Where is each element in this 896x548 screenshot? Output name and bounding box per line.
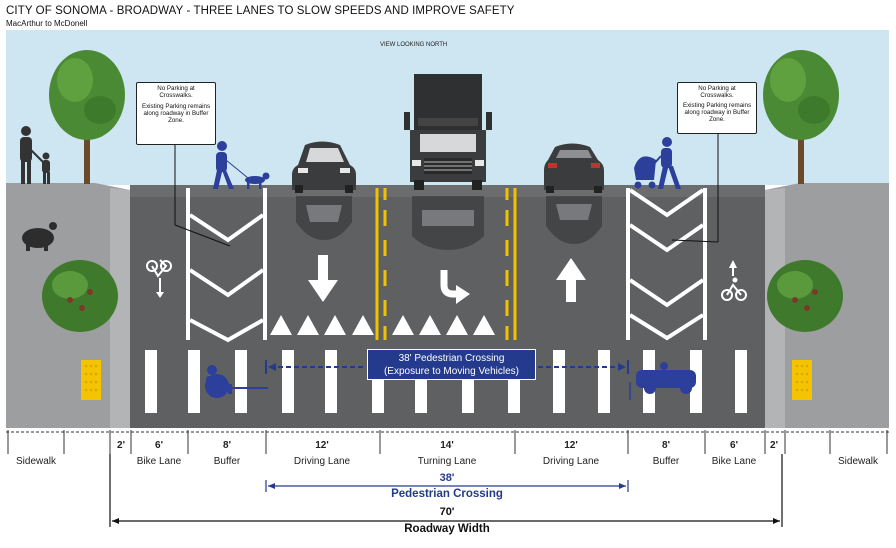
yield-triangles bbox=[270, 315, 495, 335]
tactile-paving-right bbox=[792, 360, 812, 400]
pedestrian-adult-child-icon bbox=[20, 126, 50, 184]
ped-crossing-line-1: 38' Pedestrian Crossing bbox=[398, 352, 505, 364]
straight-arrow-icon bbox=[308, 255, 338, 302]
bicycle-icon bbox=[721, 260, 747, 301]
segment-width: 8' bbox=[223, 440, 231, 451]
page-subtitle: MacArthur to McDonell bbox=[6, 19, 88, 28]
crossing-dimension bbox=[265, 480, 629, 492]
segment-width: 8' bbox=[662, 440, 670, 451]
car-icon bbox=[292, 141, 356, 193]
right-buffer-chevron-1 bbox=[628, 188, 705, 218]
stroller-pedestrian-icon bbox=[634, 137, 681, 189]
right-note-leader-h bbox=[671, 239, 719, 243]
dog-walker-icon bbox=[213, 141, 270, 189]
segment-width: 12' bbox=[564, 440, 578, 451]
segment-label: Bike Lane bbox=[136, 456, 182, 467]
bicycle-icon bbox=[146, 259, 172, 298]
segment-label: Turning Lane bbox=[417, 456, 477, 467]
right-buffer-chevron-3 bbox=[628, 278, 705, 308]
segment-width: 12' bbox=[315, 440, 329, 451]
roadway-dimension bbox=[109, 454, 783, 527]
ped-crossing-arrow bbox=[265, 360, 629, 374]
segment-label: Driving Lane bbox=[293, 456, 351, 467]
left-turn-arrow-icon bbox=[440, 270, 470, 304]
segment-label: Bike Lane bbox=[711, 456, 757, 467]
road-horizon-shade bbox=[130, 185, 765, 197]
left-parking-note: No Parking at Crosswalks. Existing Parki… bbox=[136, 82, 216, 145]
right-parking-note: No Parking at Crosswalks. Existing Parki… bbox=[677, 82, 757, 134]
segment-label: Buffer bbox=[213, 456, 241, 467]
note-line-2: Existing Parking remains along roadway i… bbox=[141, 102, 211, 125]
right-buffer-chevron-2 bbox=[628, 223, 705, 253]
tree-icon bbox=[49, 50, 125, 184]
left-buffer-chevron-3 bbox=[189, 318, 264, 343]
left-buffer-chevron-2 bbox=[188, 268, 265, 298]
shrub-icon bbox=[767, 260, 843, 332]
note-line-1: No Parking at Crosswalks. bbox=[157, 85, 195, 100]
segment-width: 14' bbox=[440, 440, 454, 451]
tortoise-icon bbox=[22, 222, 57, 251]
tree-icon bbox=[763, 50, 839, 184]
crossing-label: Pedestrian Crossing bbox=[391, 488, 503, 500]
roadway-width: 70' bbox=[439, 506, 455, 518]
mobility-scooter-icon bbox=[629, 362, 696, 400]
segment-width: 2' bbox=[117, 440, 125, 451]
right-buffer-chevron-4 bbox=[628, 313, 705, 341]
ped-crossing-line-2: (Exposure to Moving Vehicles) bbox=[383, 365, 520, 377]
left-yellow-lines bbox=[375, 188, 387, 340]
roadway-label: Roadway Width bbox=[404, 523, 490, 535]
segment-width: 6' bbox=[155, 440, 163, 451]
car-reflection bbox=[546, 196, 602, 244]
page-title: CITY OF SONOMA - BROADWAY - THREE LANES … bbox=[6, 5, 515, 17]
left-curb bbox=[110, 188, 130, 428]
shrub-icon bbox=[42, 260, 118, 332]
segment-width: 2' bbox=[770, 440, 778, 451]
pedestrian-crossing-label: 38' Pedestrian Crossing (Exposure to Mov… bbox=[367, 349, 536, 380]
truck-reflection bbox=[412, 196, 484, 250]
view-direction-label: VIEW LOOKING NORTH bbox=[380, 42, 448, 48]
car-reflection bbox=[296, 196, 352, 240]
segment-label: Sidewalk bbox=[15, 456, 57, 467]
segment-label: Driving Lane bbox=[542, 456, 600, 467]
straight-arrow-icon bbox=[556, 258, 586, 302]
dimension-ticks bbox=[7, 430, 888, 454]
segment-label: Buffer bbox=[652, 456, 680, 467]
note-line-2: Existing Parking remains along roadway i… bbox=[682, 101, 752, 124]
wheelchair-user-icon bbox=[205, 365, 268, 398]
truck-icon bbox=[404, 74, 492, 190]
note-line-1: No Parking at Crosswalks. bbox=[698, 85, 736, 100]
segment-label: Sidewalk bbox=[837, 456, 879, 467]
car-icon bbox=[544, 143, 604, 193]
left-note-leader-h bbox=[174, 224, 231, 247]
crossing-width: 38' bbox=[439, 472, 455, 484]
segment-width: 6' bbox=[730, 440, 738, 451]
right-yellow-lines bbox=[505, 188, 517, 340]
left-buffer-chevron-1 bbox=[188, 213, 265, 243]
tactile-paving-left bbox=[81, 360, 101, 400]
